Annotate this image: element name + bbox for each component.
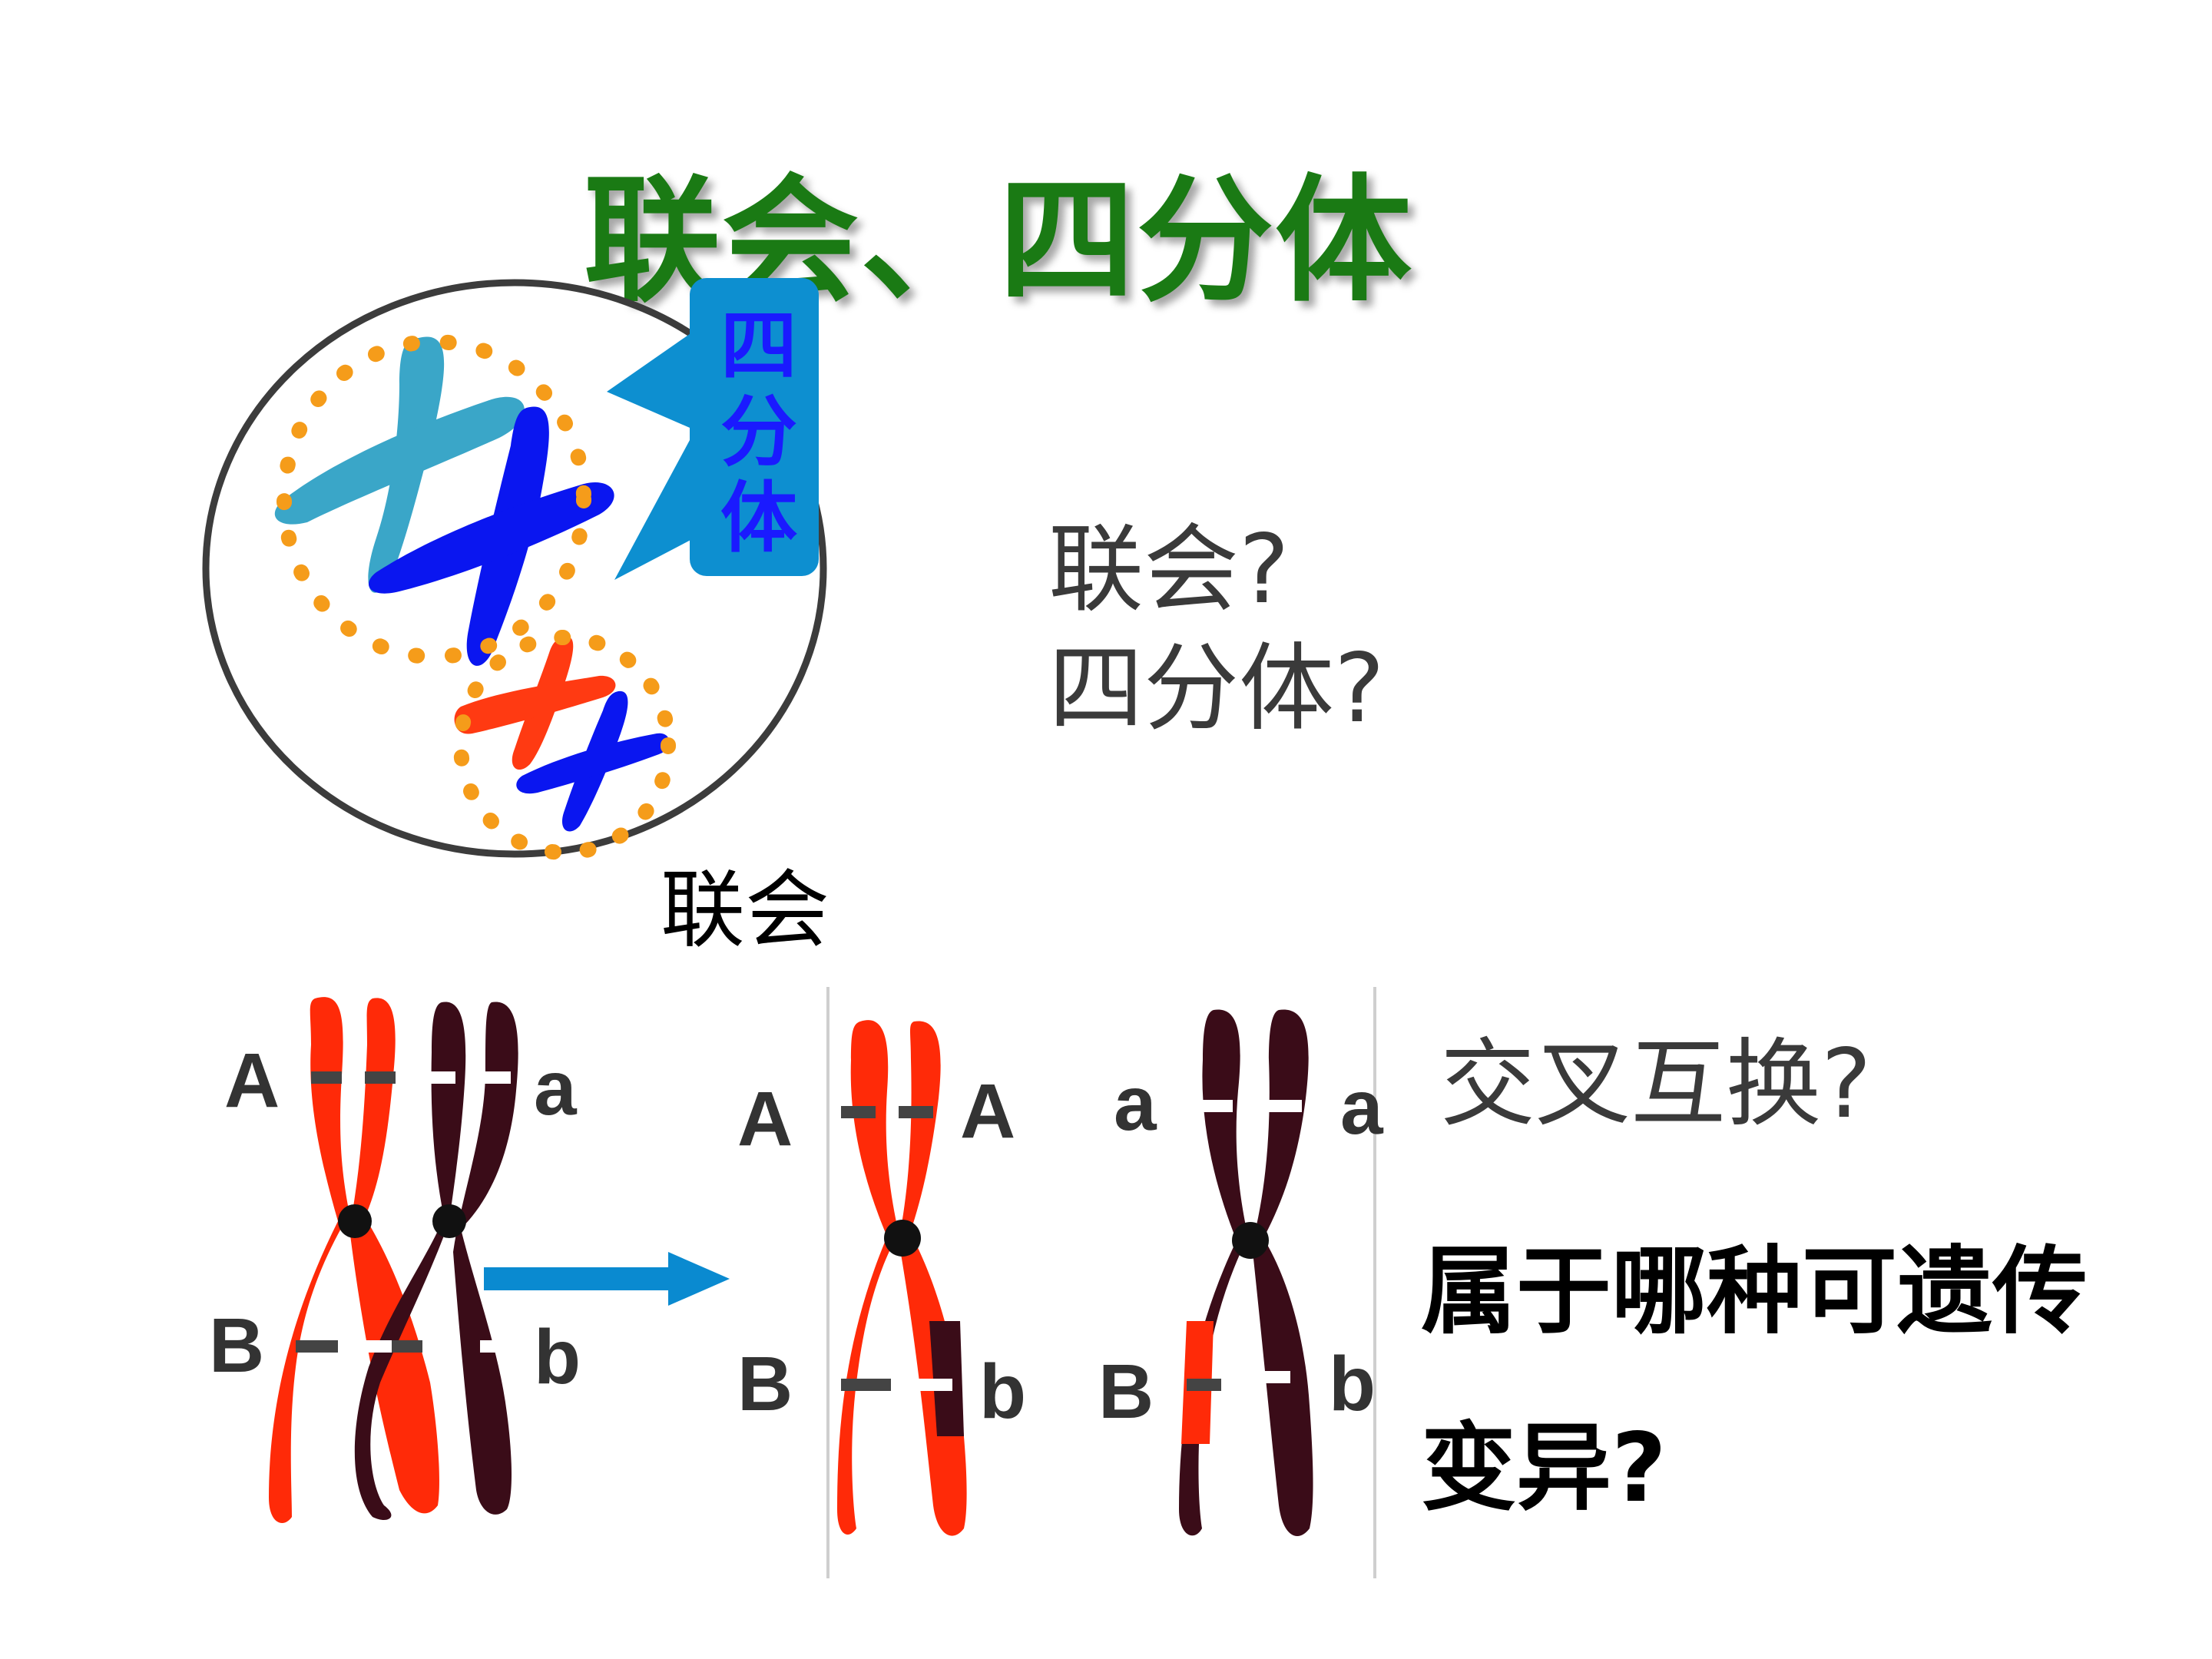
gene-label-a-right: a bbox=[1340, 1065, 1383, 1151]
gene-label-b: b bbox=[534, 1314, 581, 1400]
chromosome-after-red bbox=[837, 1020, 967, 1536]
gene-label-A: A bbox=[224, 1038, 280, 1124]
gene-label-A-left: A bbox=[737, 1076, 793, 1162]
gene-label-B-red: B bbox=[737, 1341, 793, 1427]
gene-label-a-left: a bbox=[1114, 1061, 1157, 1147]
tetrad-lower-chromosomes bbox=[453, 630, 676, 860]
gene-label-b-red: b bbox=[979, 1349, 1027, 1435]
gene-label-b-dark: b bbox=[1329, 1341, 1376, 1427]
homologous-pair-before bbox=[269, 997, 518, 1523]
gene-label-a: a bbox=[534, 1045, 577, 1131]
gene-label-B-dark: B bbox=[1098, 1349, 1154, 1435]
synapsis-caption: 联会 bbox=[661, 861, 830, 959]
chromosome-after-dark bbox=[1179, 1009, 1313, 1536]
nucleus-outline bbox=[202, 279, 827, 858]
tetrad-callout bbox=[607, 278, 819, 580]
tetrad-callout-label: 四分体 bbox=[720, 301, 797, 563]
question-crossing-over: 交叉互换? bbox=[1440, 1029, 1872, 1140]
question-variation-line2: 变异? bbox=[1421, 1413, 1667, 1524]
gene-label-A-right: A bbox=[960, 1068, 1016, 1154]
gene-label-B: B bbox=[209, 1303, 265, 1389]
question-tetrad: 四分体? bbox=[1048, 634, 1385, 744]
question-variation-line1: 属于哪种可遗传 bbox=[1421, 1237, 2088, 1347]
tetrad-upper-chromosomes bbox=[274, 334, 614, 666]
transition-arrow bbox=[484, 1252, 730, 1306]
question-synapsis: 联会? bbox=[1048, 515, 1290, 625]
